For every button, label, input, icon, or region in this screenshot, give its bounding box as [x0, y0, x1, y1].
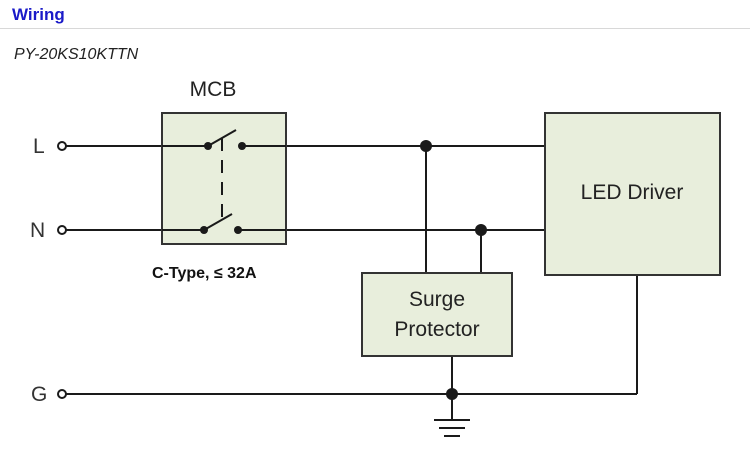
- switch-contact-dot: [234, 226, 242, 234]
- led-driver-label: LED Driver: [581, 181, 684, 204]
- switch-pivot-dot: [204, 142, 212, 150]
- ground-terminal-label: G: [31, 383, 47, 406]
- neutral-terminal-label: N: [30, 219, 45, 242]
- mcb-box: [161, 112, 287, 245]
- title-divider: [0, 28, 750, 29]
- surge-protector-label-line1: Surge: [409, 288, 465, 311]
- junction-dot-icon: [475, 224, 487, 236]
- model-number: PY-20KS10KTTN: [14, 46, 139, 63]
- line-terminal-icon: [57, 141, 67, 151]
- ground-terminal-icon: [57, 389, 67, 399]
- surge-protector-label-line2: Protector: [394, 318, 479, 341]
- ground-symbol-icon: [434, 419, 470, 437]
- surge-protector-box: [361, 272, 513, 357]
- mcb-title: MCB: [190, 78, 237, 101]
- junction-dot-icon: [420, 140, 432, 152]
- neutral-terminal-icon: [57, 225, 67, 235]
- switch-contact-icon: [203, 213, 233, 231]
- switch-contact-dot: [238, 142, 246, 150]
- switch-pivot-dot: [200, 226, 208, 234]
- page-title: Wiring: [12, 5, 65, 24]
- led-driver-box: [544, 112, 721, 276]
- mcb-caption: C-Type, ≤ 32A: [152, 265, 257, 282]
- junction-dot-icon: [446, 388, 458, 400]
- line-terminal-label: L: [33, 135, 45, 158]
